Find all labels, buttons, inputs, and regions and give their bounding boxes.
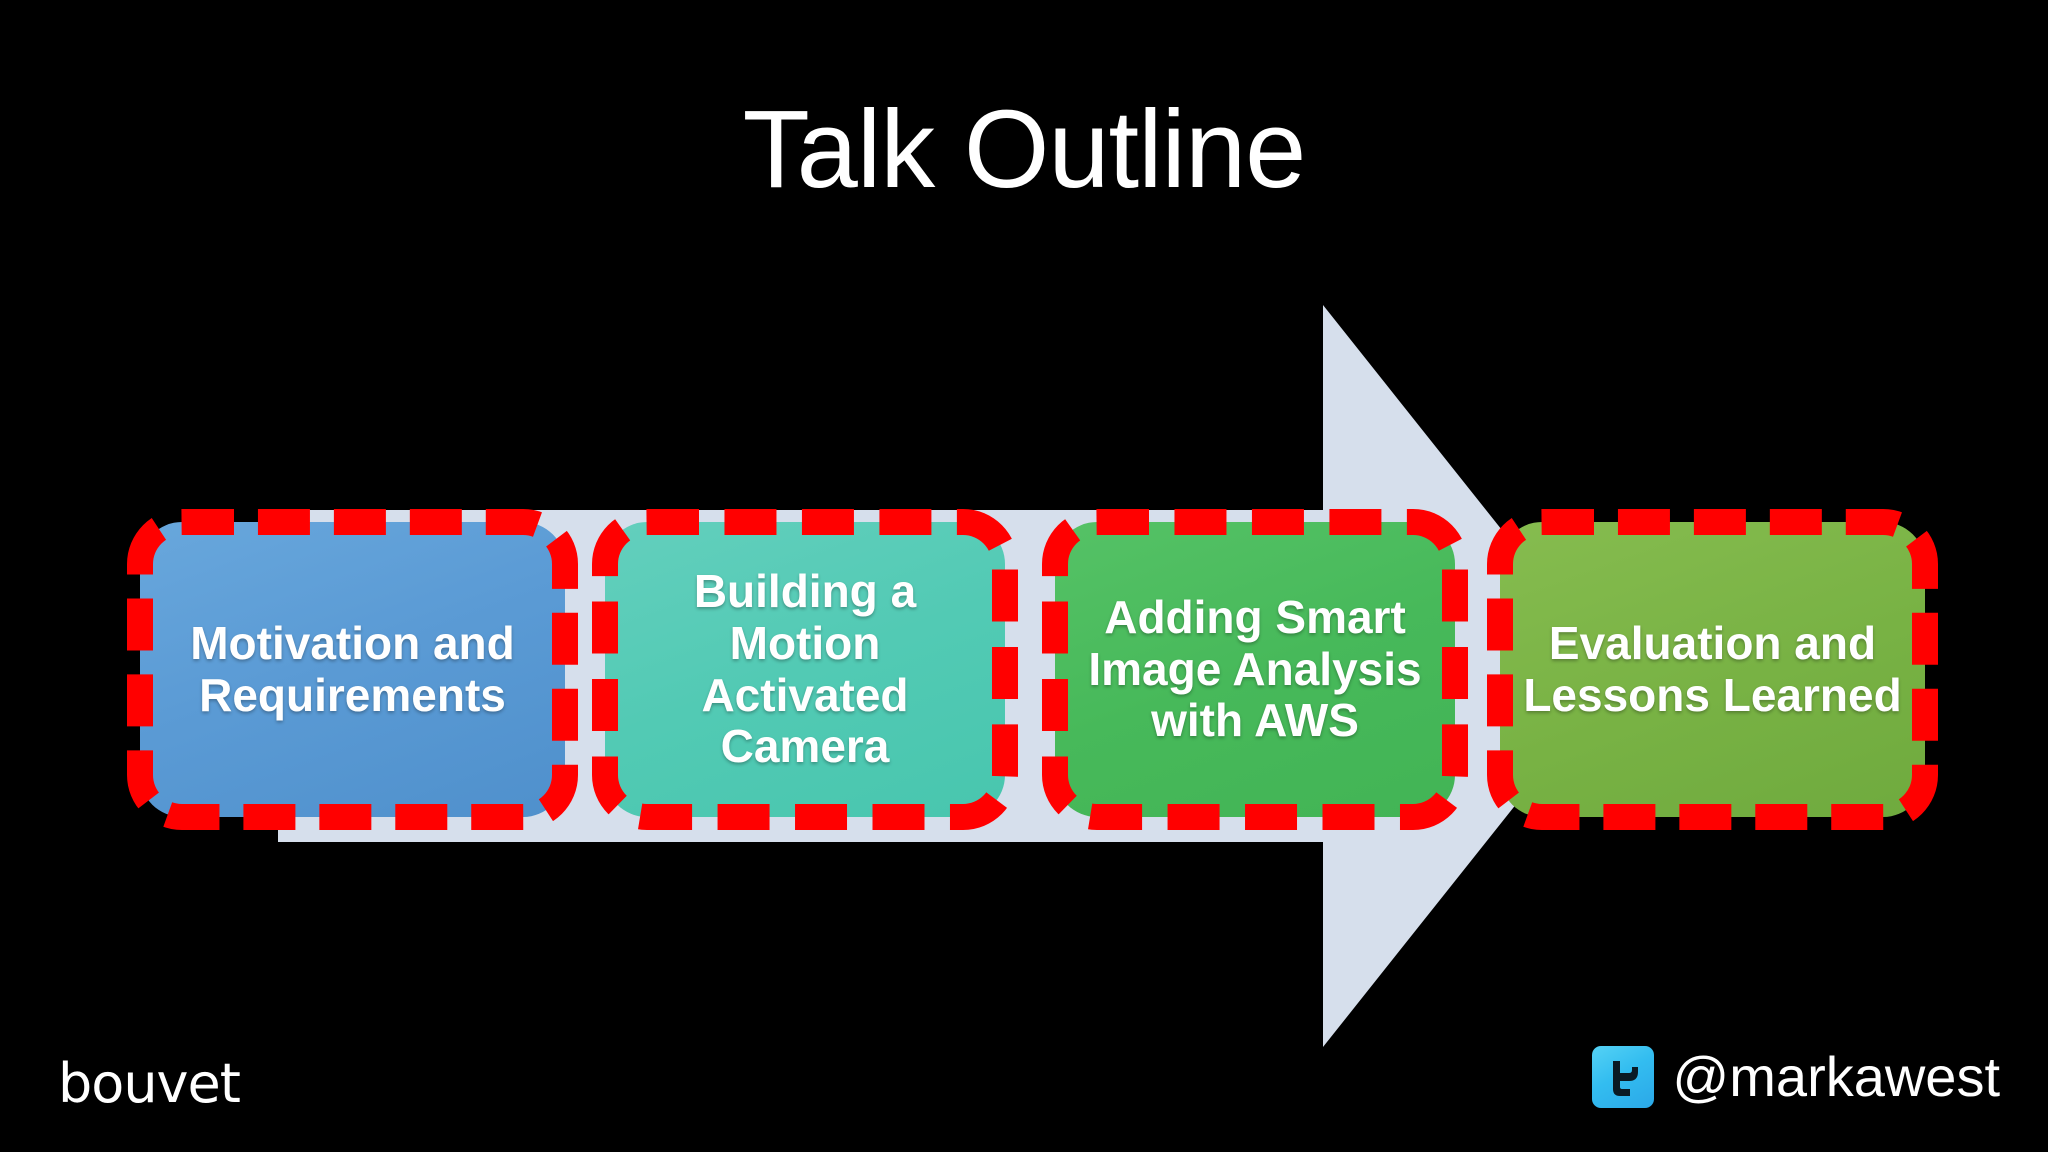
twitter-bird-glyph [1613, 1060, 1639, 1096]
process-stage-3-label: Adding Smart Image Analysis with AWS [1088, 591, 1422, 747]
bouvet-logo: bouvet [58, 1052, 241, 1115]
process-stage-4[interactable]: Evaluation and Lessons Learned [1487, 509, 1938, 830]
process-stage-row: Motivation and Requirements Building a M… [0, 505, 2048, 835]
twitter-icon[interactable] [1592, 1045, 1655, 1108]
page-title: Talk Outline [742, 88, 1307, 211]
process-stage-3[interactable]: Adding Smart Image Analysis with AWS [1042, 509, 1468, 830]
process-stage-1[interactable]: Motivation and Requirements [127, 509, 578, 830]
process-stage-1-label: Motivation and Requirements [190, 616, 515, 721]
process-stage-2-label: Building a Motion Activated Camera [693, 565, 917, 773]
twitter-credit[interactable]: @markawest [1592, 1044, 2000, 1109]
process-stage-4-label: Evaluation and Lessons Learned [1523, 616, 1902, 721]
process-stage-2[interactable]: Building a Motion Activated Camera [592, 509, 1018, 830]
twitter-handle: @markawest [1672, 1045, 2000, 1108]
